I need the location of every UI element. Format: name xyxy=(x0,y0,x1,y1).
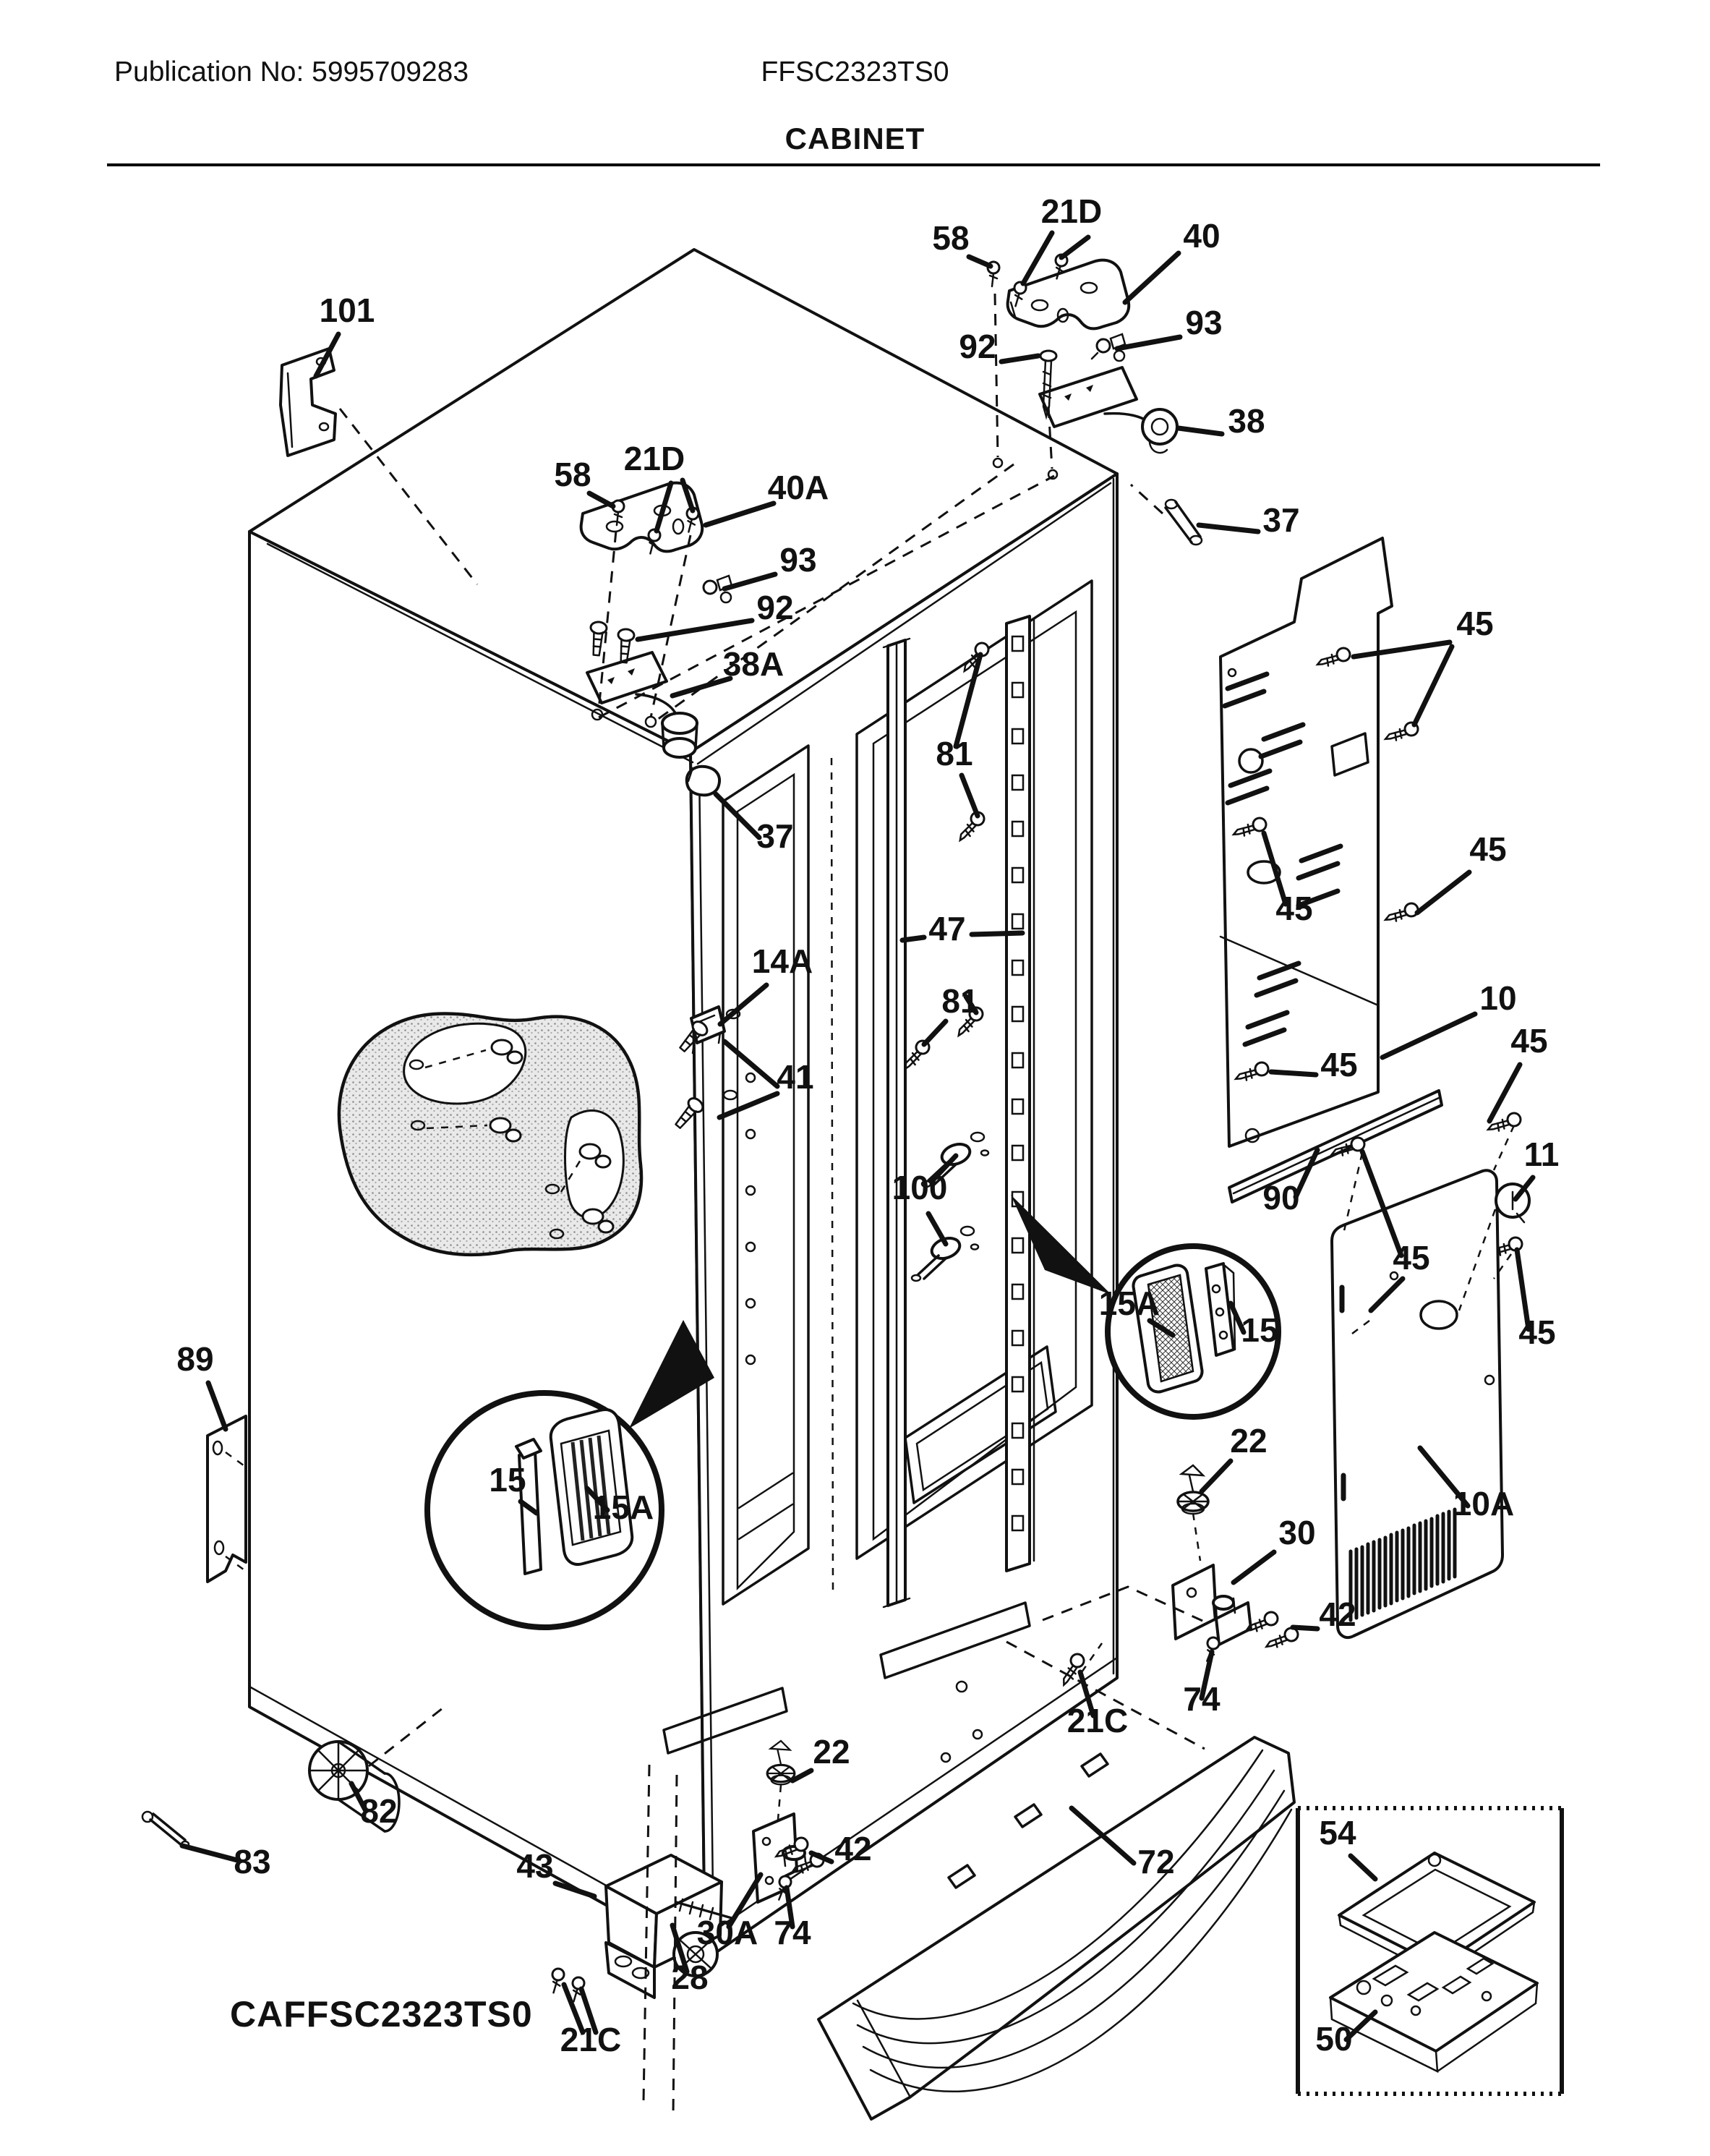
callout-47: 47 xyxy=(928,910,965,947)
callout-58b: 58 xyxy=(554,456,591,493)
callout-45a: 45 xyxy=(1456,605,1493,642)
hinge-pin-93b xyxy=(702,574,733,604)
callout-28: 28 xyxy=(671,1959,708,1996)
detail-circle-left xyxy=(424,1320,714,1630)
callout-89: 89 xyxy=(176,1340,213,1378)
plug-37-interior xyxy=(685,764,721,797)
callout-38: 38 xyxy=(1228,402,1265,440)
louver-vents xyxy=(1348,1507,1457,1622)
axle-pin-83 xyxy=(141,1810,190,1849)
callout-41: 41 xyxy=(777,1058,813,1096)
callout-15A-left: 15A xyxy=(593,1488,654,1526)
callout-45e: 45 xyxy=(1510,1022,1547,1060)
top-hinge-cover-40 xyxy=(1006,258,1131,331)
assembly-dashed-lines xyxy=(225,293,1516,2117)
callout-42-right: 42 xyxy=(1319,1595,1356,1633)
callout-93b: 93 xyxy=(779,541,816,579)
top-hinge-38 xyxy=(1038,366,1179,454)
rail-47-slotted xyxy=(1005,615,1035,1572)
callout-40A: 40A xyxy=(768,469,829,506)
freezer-opening xyxy=(722,744,810,1606)
callout-11: 11 xyxy=(1524,1135,1560,1173)
callout-45c: 45 xyxy=(1469,830,1506,868)
callout-42-bottom: 42 xyxy=(834,1830,871,1867)
callout-30: 30 xyxy=(1278,1514,1315,1551)
callout-45b: 45 xyxy=(1275,890,1312,927)
callout-45d: 45 xyxy=(1320,1046,1357,1083)
publication-number: Publication No: 5995709283 xyxy=(114,56,469,88)
callout-90: 90 xyxy=(1262,1179,1299,1217)
callout-30A: 30A xyxy=(697,1914,758,1951)
bolts-41 xyxy=(670,1008,741,1133)
callout-83: 83 xyxy=(234,1843,270,1880)
section-title: CABINET xyxy=(785,122,925,155)
control-board-50 xyxy=(1329,1931,1539,2074)
callout-74-bottom: 74 xyxy=(774,1914,811,1951)
trim-strip-90 xyxy=(1228,1089,1443,1203)
callout-15-left: 15 xyxy=(489,1461,526,1499)
bracket-101 xyxy=(279,347,337,457)
callout-101: 101 xyxy=(320,291,375,329)
model-number: FFSC2323TS0 xyxy=(761,56,949,88)
callout-22-bottom: 22 xyxy=(813,1733,850,1771)
callout-81b: 81 xyxy=(941,982,978,1020)
callout-21C-right: 21C xyxy=(1067,1702,1128,1739)
insulation-shield xyxy=(337,1012,644,1257)
rail-47-plain xyxy=(882,637,911,1609)
callout-21C-bottom: 21C xyxy=(560,2021,621,2058)
header-rule xyxy=(107,163,1600,166)
callout-43: 43 xyxy=(516,1847,553,1885)
bracket-30 xyxy=(1171,1564,1252,1646)
plate-89 xyxy=(206,1415,247,1583)
callout-37-top: 37 xyxy=(1262,501,1299,539)
hinge-pin-93 xyxy=(1090,333,1127,362)
callout-50: 50 xyxy=(1315,2020,1352,2058)
callout-10: 10 xyxy=(1479,979,1516,1017)
callout-10A: 10A xyxy=(1453,1485,1514,1522)
callout-74-right: 74 xyxy=(1183,1680,1220,1718)
callout-82: 82 xyxy=(360,1792,397,1830)
callout-38A: 38A xyxy=(723,645,784,683)
callout-81a: 81 xyxy=(936,735,972,772)
control-board-inset xyxy=(1296,1806,1564,2096)
callout-45f: 45 xyxy=(1393,1239,1429,1277)
detail-circle-right xyxy=(1011,1195,1281,1420)
callout-15-right: 15 xyxy=(1241,1311,1278,1349)
air-duct-panel-10 xyxy=(1219,537,1393,1148)
callout-72: 72 xyxy=(1137,1843,1174,1880)
callout-37-interior: 37 xyxy=(756,817,793,855)
top-hinge-screws xyxy=(986,252,1127,420)
spacer-37-top xyxy=(1164,498,1203,546)
callout-14A: 14A xyxy=(752,942,813,980)
callout-22-right: 22 xyxy=(1230,1422,1267,1460)
center-hinge-38A xyxy=(586,651,698,759)
callout-40: 40 xyxy=(1183,217,1220,255)
access-cover-10A xyxy=(1330,1169,1504,1640)
callout-92: 92 xyxy=(959,328,996,365)
callout-21Db: 21D xyxy=(624,440,685,477)
callout-92b: 92 xyxy=(756,589,793,626)
callout-93: 93 xyxy=(1185,304,1222,341)
diagram-code: CAFFSC2323TS0 xyxy=(230,1994,533,2034)
callout-100: 100 xyxy=(892,1169,948,1206)
callout-15A-right: 15A xyxy=(1099,1284,1160,1322)
callout-21D: 21D xyxy=(1041,192,1102,230)
callout-leader-lines xyxy=(179,230,1536,2042)
bottom-front-rail xyxy=(662,1601,1031,1763)
center-hinge-screws xyxy=(587,499,733,665)
callout-45g: 45 xyxy=(1518,1313,1555,1351)
callout-labels: 101 58 21D 40 92 93 38 37 58 21D 40A 93 … xyxy=(176,192,1559,2058)
toe-grille-72 xyxy=(817,1736,1296,2121)
callout-54: 54 xyxy=(1319,1814,1356,1852)
callout-58: 58 xyxy=(932,219,969,257)
